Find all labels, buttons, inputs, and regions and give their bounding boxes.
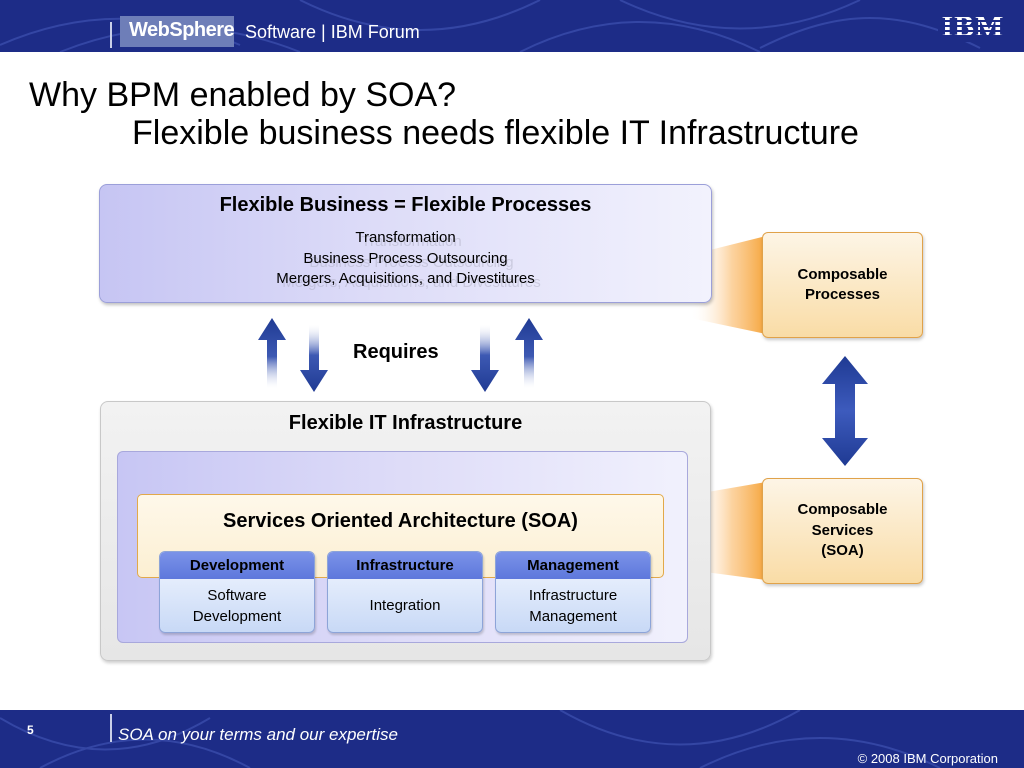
arrow-up-right-icon: [515, 318, 543, 388]
pillar-management-body: Infrastructure Management: [496, 579, 650, 632]
composable-services-line: Composable: [797, 501, 888, 519]
flexible-business-box: [99, 184, 712, 303]
pillar-management-head: Management: [496, 552, 650, 579]
page-number: 5: [27, 723, 34, 737]
header-divider: [110, 22, 112, 48]
pillar-development: Development Software Development: [159, 551, 315, 633]
double-arrow-icon: [822, 356, 868, 466]
footer-divider: [110, 714, 112, 742]
pillar-development-head: Development: [160, 552, 314, 579]
composable-processes-line: Composable: [797, 265, 888, 283]
pillar-infrastructure-body: Integration: [328, 579, 482, 632]
composable-processes-box: Composable Processes: [762, 232, 923, 338]
pillar-infrastructure-head: Infrastructure: [328, 552, 482, 579]
footer-pattern: [0, 710, 941, 768]
slide-subtitle: Flexible business needs flexible IT Infr…: [132, 114, 859, 152]
flexible-business-title: Flexible Business = Flexible Processes: [219, 194, 592, 216]
slide-title: Why BPM enabled by SOA?: [29, 76, 457, 114]
composable-processes-line: Processes: [804, 286, 881, 303]
brand-name: WebSphere: [129, 19, 235, 41]
brand-box: [120, 16, 234, 47]
pillar-infrastructure-line: Integration: [369, 597, 441, 615]
it-infrastructure-title: Flexible IT Infrastructure: [288, 412, 523, 434]
pillar-management: Management Infrastructure Management: [495, 551, 651, 633]
pillar-management-line: Infrastructure: [528, 587, 618, 604]
soa-title: Services Oriented Architecture (SOA): [223, 510, 578, 532]
business-drivers: Transformation Business Process Outsourc…: [99, 228, 712, 290]
requires-label: Requires: [353, 341, 439, 363]
ibm-logo: IBM: [938, 10, 1008, 42]
pillar-development-line: Development: [192, 607, 282, 625]
pillar-development-line: Software: [207, 587, 267, 604]
composable-services-line: (SOA): [821, 542, 864, 560]
driver-outsourcing: Business Process Outsourcing: [303, 249, 508, 267]
pillar-development-body: Software Development: [160, 579, 314, 632]
footer-tagline: SOA on your terms and our expertise: [118, 725, 399, 744]
driver-mergers: Mergers, Acquisitions, and Divestitures: [276, 270, 535, 287]
pillar-infrastructure: Infrastructure Integration: [327, 551, 483, 633]
arrow-down-left-icon: [300, 325, 328, 392]
driver-transformation: Transformation: [355, 229, 456, 246]
arrow-up-left-icon: [258, 318, 286, 388]
pillar-management-line: Management: [529, 607, 617, 625]
composable-services-box: Composable Services (SOA): [762, 478, 923, 584]
composable-services-line: Services: [811, 521, 874, 539]
copyright: © 2008 IBM Corporation: [857, 751, 998, 766]
footer-band: [0, 710, 1024, 768]
forum-label: Software | IBM Forum: [245, 22, 420, 42]
arrow-down-right-icon: [471, 325, 499, 392]
